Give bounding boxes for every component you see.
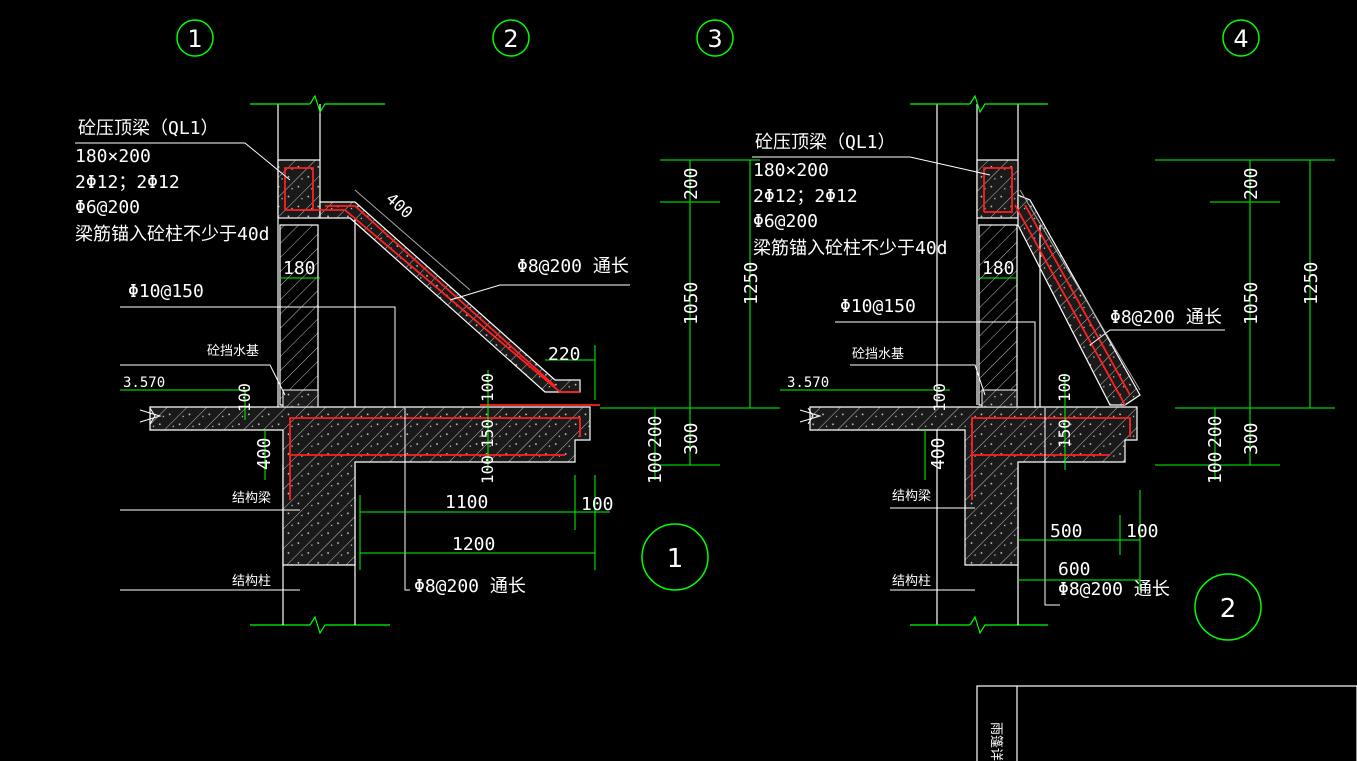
label-structural-column: 结构柱 xyxy=(232,574,271,589)
title-block[interactable]: 雨篷详图 xyxy=(976,685,1357,761)
leader-lines xyxy=(75,142,630,591)
axis-bubble-4: 4 xyxy=(1222,19,1260,57)
elevation-mark: 3.570 xyxy=(787,375,829,391)
note-slab-bar: Φ10@150 xyxy=(840,296,916,317)
note-coping-beam: 砼压顶梁（QL1） xyxy=(78,118,219,139)
detail-number-bubble: 2 xyxy=(1194,573,1262,641)
dim-100: 100 xyxy=(235,383,254,412)
dim-100: 100 xyxy=(1126,521,1159,542)
detail-number: 2 xyxy=(1220,594,1237,624)
dim-wall-thickness: 180 xyxy=(283,258,316,279)
dim-150: 150 xyxy=(1055,419,1074,448)
axis-bubble-3: 3 xyxy=(696,19,734,57)
axis-label: 3 xyxy=(707,25,722,53)
dim-wall-thickness: 180 xyxy=(982,258,1015,279)
dim-200: 200 xyxy=(1205,415,1226,448)
note-slope-bar: Φ8@200 通长 xyxy=(517,256,629,277)
dim-200: 200 xyxy=(1241,167,1262,200)
note-beam-rebar: 2Φ12；2Φ12 xyxy=(75,172,180,193)
dim-400: 400 xyxy=(928,437,949,470)
dim-100: 100 xyxy=(478,455,497,484)
note-beam-size: 180×200 xyxy=(753,160,829,181)
detail-right[interactable]: 砼压顶梁（QL1） 180×200 2Φ12；2Φ12 Φ6@200 梁筋锚入砼… xyxy=(752,94,1335,641)
dim-200: 200 xyxy=(645,415,666,448)
axis-label: 2 xyxy=(503,25,518,53)
dim-100: 100 xyxy=(478,373,497,402)
axis-bubble-1: 1 xyxy=(176,19,214,57)
dimension-lines xyxy=(120,159,780,570)
axis-label: 1 xyxy=(187,25,202,53)
water-curb xyxy=(282,389,319,408)
dim-500: 500 xyxy=(1050,521,1083,542)
note-bottom-bar: Φ8@200 通长 xyxy=(1058,579,1170,600)
dim-100: 100 xyxy=(1055,373,1074,402)
label-structural-column: 结构柱 xyxy=(892,574,931,589)
note-beam-size: 180×200 xyxy=(75,146,151,167)
label-structural-beam: 结构梁 xyxy=(892,489,931,504)
rebar-lines xyxy=(971,167,1131,500)
dim-220: 220 xyxy=(548,344,581,365)
detail-number-bubble: 1 xyxy=(641,523,709,591)
dim-1050: 1050 xyxy=(681,282,702,325)
dim-100: 100 xyxy=(645,451,666,484)
label-water-curb: 砼挡水基 xyxy=(207,344,259,359)
dim-400: 400 xyxy=(254,437,275,470)
dim-100: 100 xyxy=(930,383,949,412)
dim-600: 600 xyxy=(1058,559,1091,580)
dim-1100: 1100 xyxy=(445,492,488,513)
note-coping-beam: 砼压顶梁（QL1） xyxy=(755,132,896,153)
water-curb xyxy=(981,389,1018,408)
dim-200: 200 xyxy=(681,167,702,200)
slope-slab xyxy=(319,201,581,393)
label-structural-beam: 结构梁 xyxy=(232,491,271,506)
note-stirrup: Φ6@200 xyxy=(75,197,140,218)
detail-left[interactable]: 砼压顶梁（QL1） 180×200 2Φ12；2Φ12 Φ6@200 梁筋锚入砼… xyxy=(75,94,780,635)
axis-bubbles: 1 2 3 4 xyxy=(176,19,1260,57)
title-block-text: 雨篷详图 xyxy=(988,722,1003,761)
dim-1050: 1050 xyxy=(1241,282,1262,325)
dim-300: 300 xyxy=(681,422,702,455)
note-anchor: 梁筋锚入砼柱不少于40d xyxy=(75,224,270,245)
note-anchor: 梁筋锚入砼柱不少于40d xyxy=(753,238,948,259)
rebar-lines xyxy=(284,167,600,500)
note-beam-rebar: 2Φ12；2Φ12 xyxy=(753,186,858,207)
dim-100: 100 xyxy=(581,494,614,515)
dim-150: 150 xyxy=(478,419,497,448)
dim-300: 300 xyxy=(1241,422,1262,455)
elevation-mark: 3.570 xyxy=(123,375,165,391)
note-slope-bar: Φ8@200 通长 xyxy=(1110,307,1222,328)
note-bottom-bar: Φ8@200 通长 xyxy=(414,576,526,597)
dim-slope-length: 400 xyxy=(382,189,416,222)
parapet-wall xyxy=(978,224,1018,406)
axis-label: 4 xyxy=(1233,25,1248,53)
parapet-wall xyxy=(279,224,319,406)
label-water-curb: 砼挡水基 xyxy=(852,347,904,362)
axis-bubble-2: 2 xyxy=(492,19,530,57)
note-slab-bar: Φ10@150 xyxy=(128,281,204,302)
detail-number: 1 xyxy=(667,544,684,574)
dim-100: 100 xyxy=(1205,451,1226,484)
note-stirrup: Φ6@200 xyxy=(753,211,818,232)
dimension-lines xyxy=(780,159,1335,590)
floor-slab xyxy=(149,406,591,566)
dim-1250: 1250 xyxy=(1301,262,1322,305)
dim-1200: 1200 xyxy=(452,534,495,555)
dim-1250: 1250 xyxy=(741,262,762,305)
floor-slab xyxy=(809,406,1138,566)
leader-lines xyxy=(752,156,1225,606)
